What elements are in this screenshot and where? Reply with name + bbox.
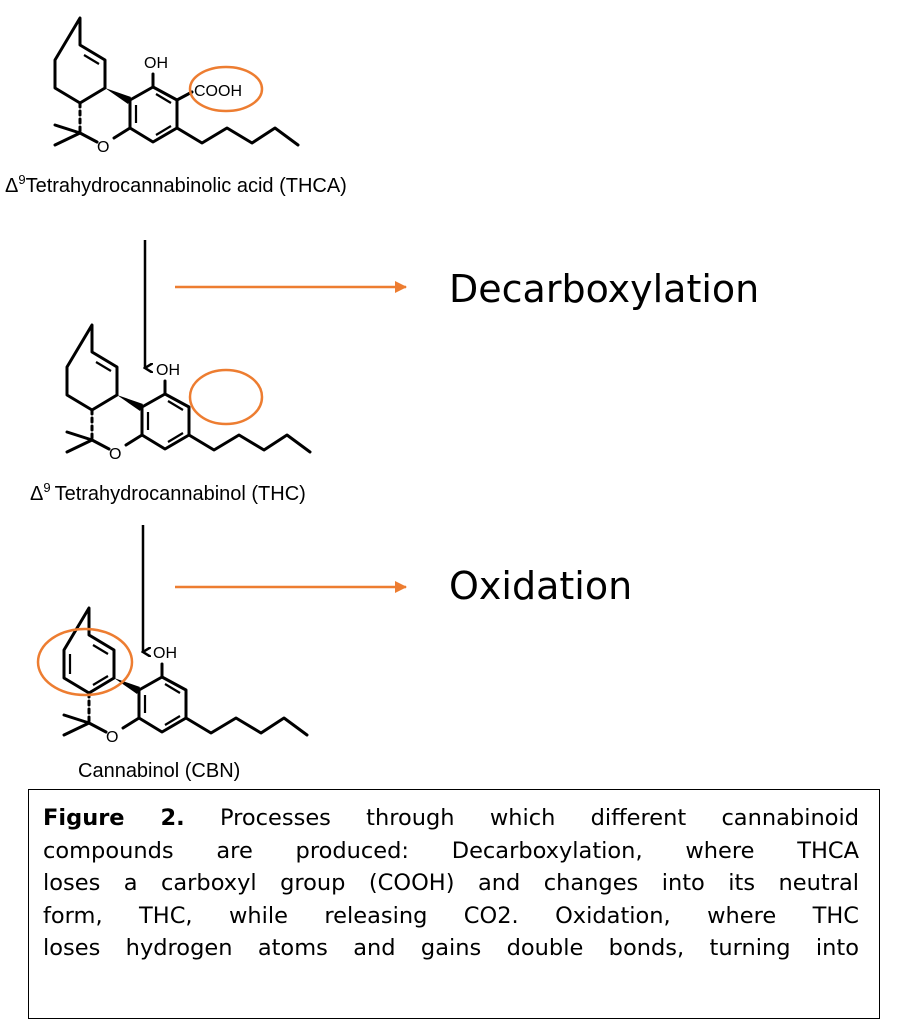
- carboxyl-label: COOH: [194, 83, 242, 100]
- caption-text: Processes through which different cannab…: [184, 805, 860, 831]
- cbn-label: Cannabinol (CBN): [78, 760, 240, 782]
- caption-line: compounds are produced: Decarboxylation,…: [43, 837, 859, 864]
- reaction-diagram: O OH COOH Δ9Tetrahydrocannabinolic acid …: [5, 16, 759, 782]
- caption-line: form, THC, while releasing CO2. Oxidatio…: [43, 902, 859, 929]
- oxygen-atom: O: [97, 139, 109, 156]
- oxygen-atom: O: [106, 729, 118, 746]
- caption-line: Figure 2. Processes through which differ…: [43, 802, 859, 835]
- caption-line: loses hydrogen atoms and gains double bo…: [43, 935, 859, 961]
- thca-label: Δ9Tetrahydrocannabinolic acid (THCA): [5, 172, 347, 197]
- caption-line: loses a carboxyl group (COOH) and change…: [43, 870, 859, 896]
- hydroxyl-label: OH: [156, 362, 180, 379]
- hydroxyl-label: OH: [144, 55, 168, 72]
- figure-caption: Figure 2. Processes through which differ…: [28, 789, 880, 1019]
- hydroxyl-label: OH: [153, 645, 177, 662]
- thc-structure: O OH: [65, 323, 312, 463]
- thca-structure: O OH COOH Δ9Tetrahydrocannabinolic acid …: [5, 16, 347, 197]
- removed-group-highlight-circle: [188, 368, 264, 426]
- process-label-decarboxylation: Decarboxylation: [449, 267, 759, 311]
- cooh-highlight-circle: [188, 65, 264, 113]
- oxygen-atom: O: [109, 446, 121, 463]
- process-label-oxidation: Oxidation: [449, 564, 632, 608]
- figure-number: Figure 2.: [43, 805, 185, 831]
- cbn-structure: O OH: [36, 606, 309, 746]
- aromatic-ring-highlight-circle: [36, 627, 134, 697]
